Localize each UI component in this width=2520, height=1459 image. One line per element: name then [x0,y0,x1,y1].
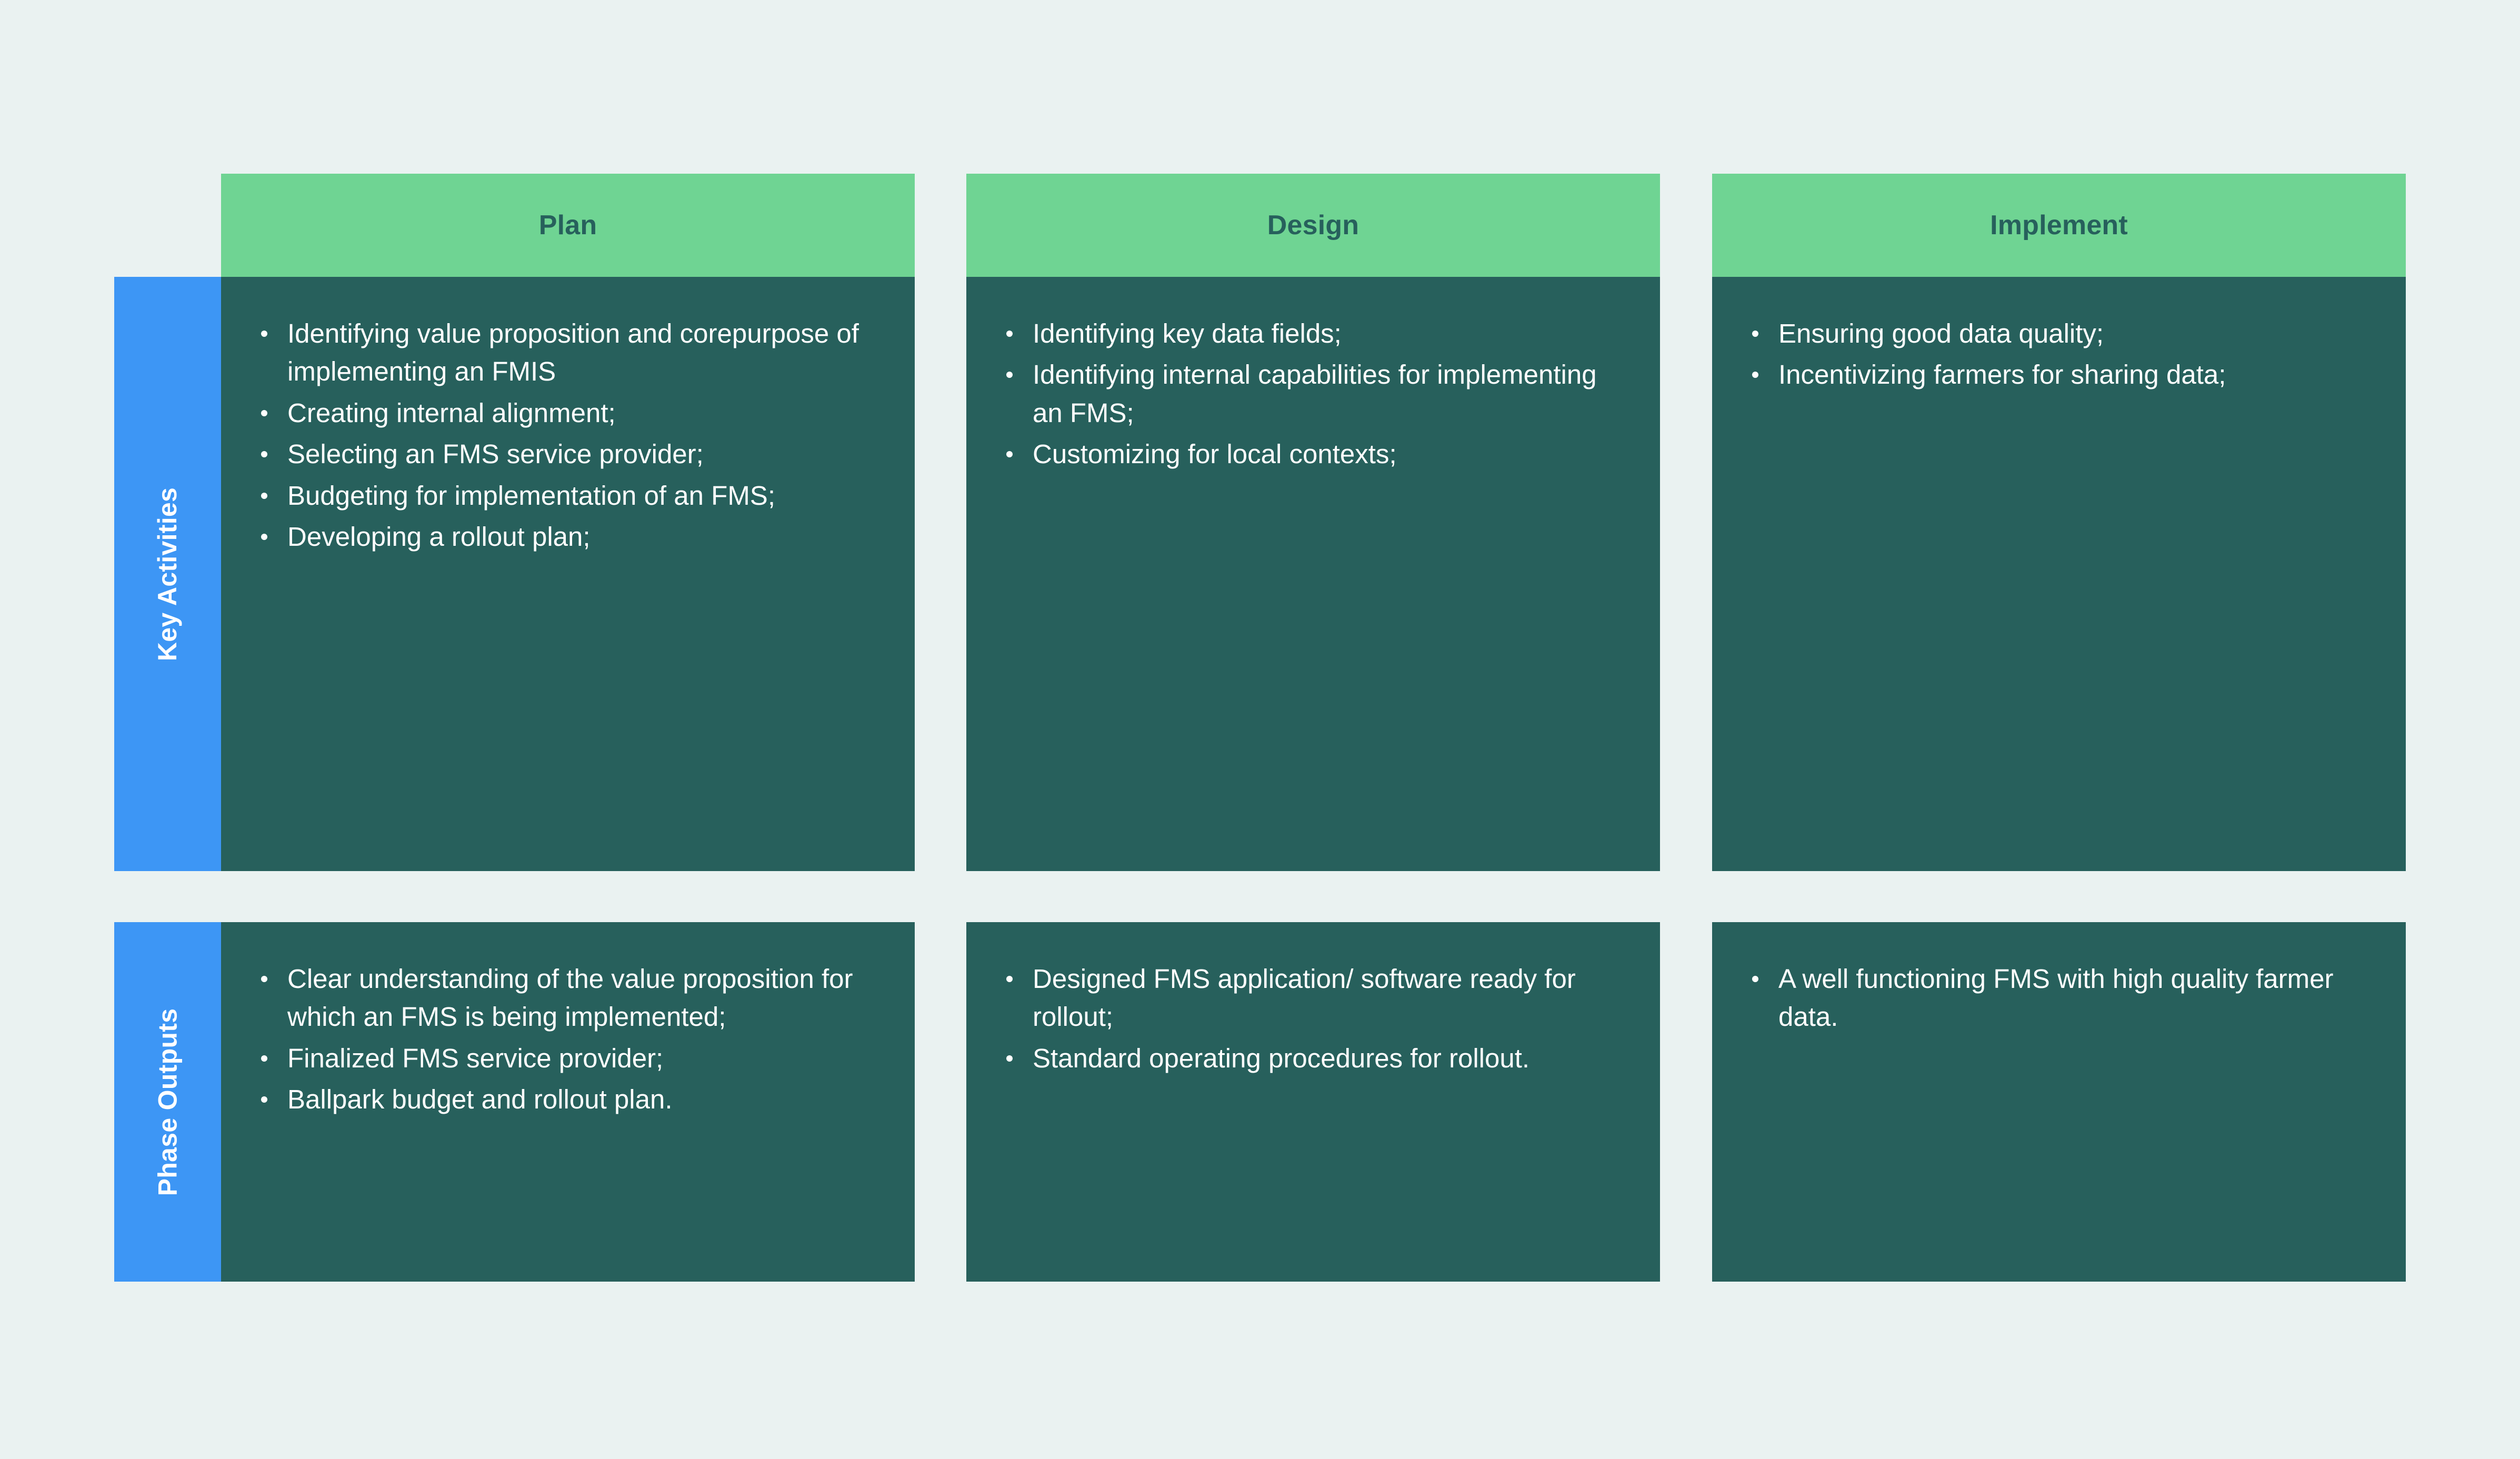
cell-plan-phase-outputs: Clear understanding of the value proposi… [221,922,915,1282]
column-header-title: Design [1267,210,1359,241]
column-header-title: Plan [538,210,597,241]
bullet-list: A well functioning FMS with high quality… [1744,960,2374,1036]
list-item: Creating internal alignment; [253,394,883,432]
matrix-grid: Key Activities Phase Outputs Plan Identi… [114,174,2406,1282]
list-item: Identifying internal capabilities for im… [998,356,1628,432]
list-item: Designed FMS application/ software ready… [998,960,1628,1036]
column-header-implement: Implement [1712,174,2406,277]
list-item: Identifying value proposition and corepu… [253,315,883,391]
list-item: Developing a rollout plan; [253,518,883,556]
list-item: Selecting an FMS service provider; [253,435,883,473]
cell-implement-phase-outputs: A well functioning FMS with high quality… [1712,922,2406,1282]
list-item: Customizing for local contexts; [998,435,1628,473]
column-header-title: Implement [1990,210,2128,241]
bullet-list: Identifying key data fields; Identifying… [998,315,1628,474]
row-label-text: Key Activities [153,487,183,661]
list-item: Standard operating procedures for rollou… [998,1040,1628,1077]
list-item: Clear understanding of the value proposi… [253,960,883,1036]
bullet-list: Designed FMS application/ software ready… [998,960,1628,1077]
list-item: Finalized FMS service provider; [253,1040,883,1077]
list-item: Incentivizing farmers for sharing data; [1744,356,2374,394]
cell-implement-key-activities: Ensuring good data quality; Incentivizin… [1712,277,2406,871]
bullet-list: Ensuring good data quality; Incentivizin… [1744,315,2374,394]
cell-plan-key-activities: Identifying value proposition and corepu… [221,277,915,871]
list-item: Identifying key data fields; [998,315,1628,353]
bullet-list: Clear understanding of the value proposi… [253,960,883,1119]
list-item: Budgeting for implementation of an FMS; [253,477,883,515]
cell-design-phase-outputs: Designed FMS application/ software ready… [966,922,1660,1282]
list-item: Ensuring good data quality; [1744,315,2374,353]
row-label-text: Phase Outputs [153,1008,183,1196]
list-item: Ballpark budget and rollout plan. [253,1081,883,1118]
row-label-key-activities: Key Activities [114,277,221,871]
column-header-plan: Plan [221,174,915,277]
row-label-phase-outputs: Phase Outputs [114,922,221,1282]
bullet-list: Identifying value proposition and corepu… [253,315,883,556]
column-header-design: Design [966,174,1660,277]
list-item: A well functioning FMS with high quality… [1744,960,2374,1036]
cell-design-key-activities: Identifying key data fields; Identifying… [966,277,1660,871]
